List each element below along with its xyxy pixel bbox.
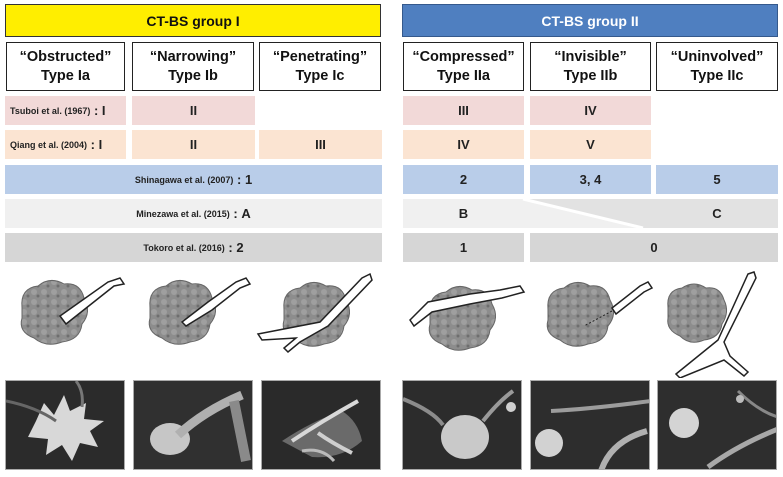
type-iia-box: “Compressed” Type IIa [403,42,524,91]
qiang-iib-cell: V [530,130,651,159]
qiang-iia-cell: IV [403,130,524,159]
tokoro-iia-cell: 1 [403,233,524,262]
ct-image-type-iic [657,380,777,470]
type-iib-label: Type IIb [563,67,618,84]
type-ib-quote: “Narrowing” [149,48,237,65]
qiang-separator: : [87,137,99,152]
type-ic-label: Type Ic [295,67,345,84]
qiang-ia-value: I [98,137,103,152]
minezawa-iic-cell: C [656,199,778,228]
ct-image-type-iib [530,380,650,470]
tumor-bronchus-invisible-icon [546,281,654,347]
tsuboi-separator: : [90,103,102,118]
group-i-header: CT-BS group I [5,4,381,37]
tokoro-group-i-cell: Tokoro et al. (2016) : 2 [5,233,382,262]
tsuboi-author: Tsuboi et al. (1967) [10,105,91,116]
shinagawa-author: Shinagawa et al. (2007) [134,174,234,185]
tsuboi-iia-cell: III [403,96,524,125]
type-ic-box: “Penetrating” Type Ic [259,42,381,91]
minezawa-diagonal-divider [522,199,778,228]
shinagawa-iic-cell: 5 [656,165,778,194]
minezawa-i-value: A [241,206,251,221]
shinagawa-iia-cell: 2 [403,165,524,194]
type-ia-box: “Obstructed” Type Ia [6,42,125,91]
shinagawa-iic-value: 5 [713,172,721,187]
qiang-ic-value: III [315,137,326,152]
type-ic-quote: “Penetrating” [272,48,368,65]
qiang-ic-cell: III [259,130,382,159]
ct-image-type-ib [133,380,253,470]
shinagawa-i-value: 1 [244,172,253,187]
shinagawa-separator: : [233,172,245,187]
type-iib-quote: “Invisible” [554,48,627,65]
shinagawa-group-i-cell: Shinagawa et al. (2007) : 1 [5,165,382,194]
type-iic-quote: “Uninvolved” [670,48,764,65]
tokoro-iib-iic-cell: 0 [530,233,778,262]
schematic-row [20,271,757,378]
tumor-bronchus-penetrating-icon [256,272,373,354]
tokoro-author: Tokoro et al. (2016) [143,242,225,253]
minezawa-iia-cell: B [403,199,524,228]
ct-image-type-iia [402,380,522,470]
type-iic-box: “Uninvolved” Type IIc [656,42,778,91]
qiang-author: Qiang et al. (2004) [10,139,88,150]
group-ii-label: CT-BS group II [541,12,639,29]
qiang-ib-cell: II [132,130,255,159]
type-ib-box: “Narrowing” Type Ib [132,42,254,91]
tumor-bronchus-obstructed-icon [20,277,126,345]
tokoro-separator: : [224,240,237,255]
tokoro-i-value: 2 [236,240,244,255]
tsuboi-iib-cell: IV [530,96,651,125]
tumor-bronchus-narrowing-icon [148,277,252,345]
type-iia-label: Type IIa [437,67,490,84]
minezawa-author: Minezawa et al. (2015) [136,208,230,219]
tumor-bronchus-uninvolved-icon [667,271,757,378]
tsuboi-ia-cell: Tsuboi et al. (1967) : I [5,96,126,125]
ct-image-type-ia [5,380,125,470]
minezawa-separator: : [229,206,242,221]
ct-image-type-ic [261,380,381,470]
minezawa-iic-value: C [712,206,722,221]
type-iia-quote: “Compressed” [412,48,515,65]
qiang-iia-value: IV [457,137,470,152]
tumor-bronchus-compressed-icon [409,285,526,351]
type-iic-label: Type IIc [690,67,744,84]
tokoro-iia-value: 1 [459,240,468,255]
qiang-iib-value: V [586,137,595,152]
type-ib-label: Type Ib [168,67,218,84]
tokoro-iib-iic-value: 0 [650,240,658,255]
tsuboi-ib-value: II [189,103,198,118]
qiang-ia-cell: Qiang et al. (2004) : I [5,130,126,159]
shinagawa-iib-cell: 3, 4 [530,165,651,194]
type-ia-label: Type Ia [41,67,90,84]
tsuboi-iia-value: III [458,103,469,118]
qiang-ib-value: II [189,137,198,152]
shinagawa-iia-value: 2 [459,172,468,187]
type-ia-quote: “Obstructed” [19,48,112,65]
group-ii-header: CT-BS group II [402,4,778,37]
type-iib-box: “Invisible” Type IIb [530,42,651,91]
shinagawa-iib-value: 3, 4 [579,172,602,187]
group-i-label: CT-BS group I [146,12,240,29]
minezawa-group-ii-band [403,199,778,228]
tsuboi-ia-value: I [101,103,106,118]
minezawa-group-i-cell: Minezawa et al. (2015) : A [5,199,382,228]
tsuboi-iib-value: IV [584,103,597,118]
minezawa-iia-value: B [458,206,469,221]
tsuboi-ib-cell: II [132,96,255,125]
